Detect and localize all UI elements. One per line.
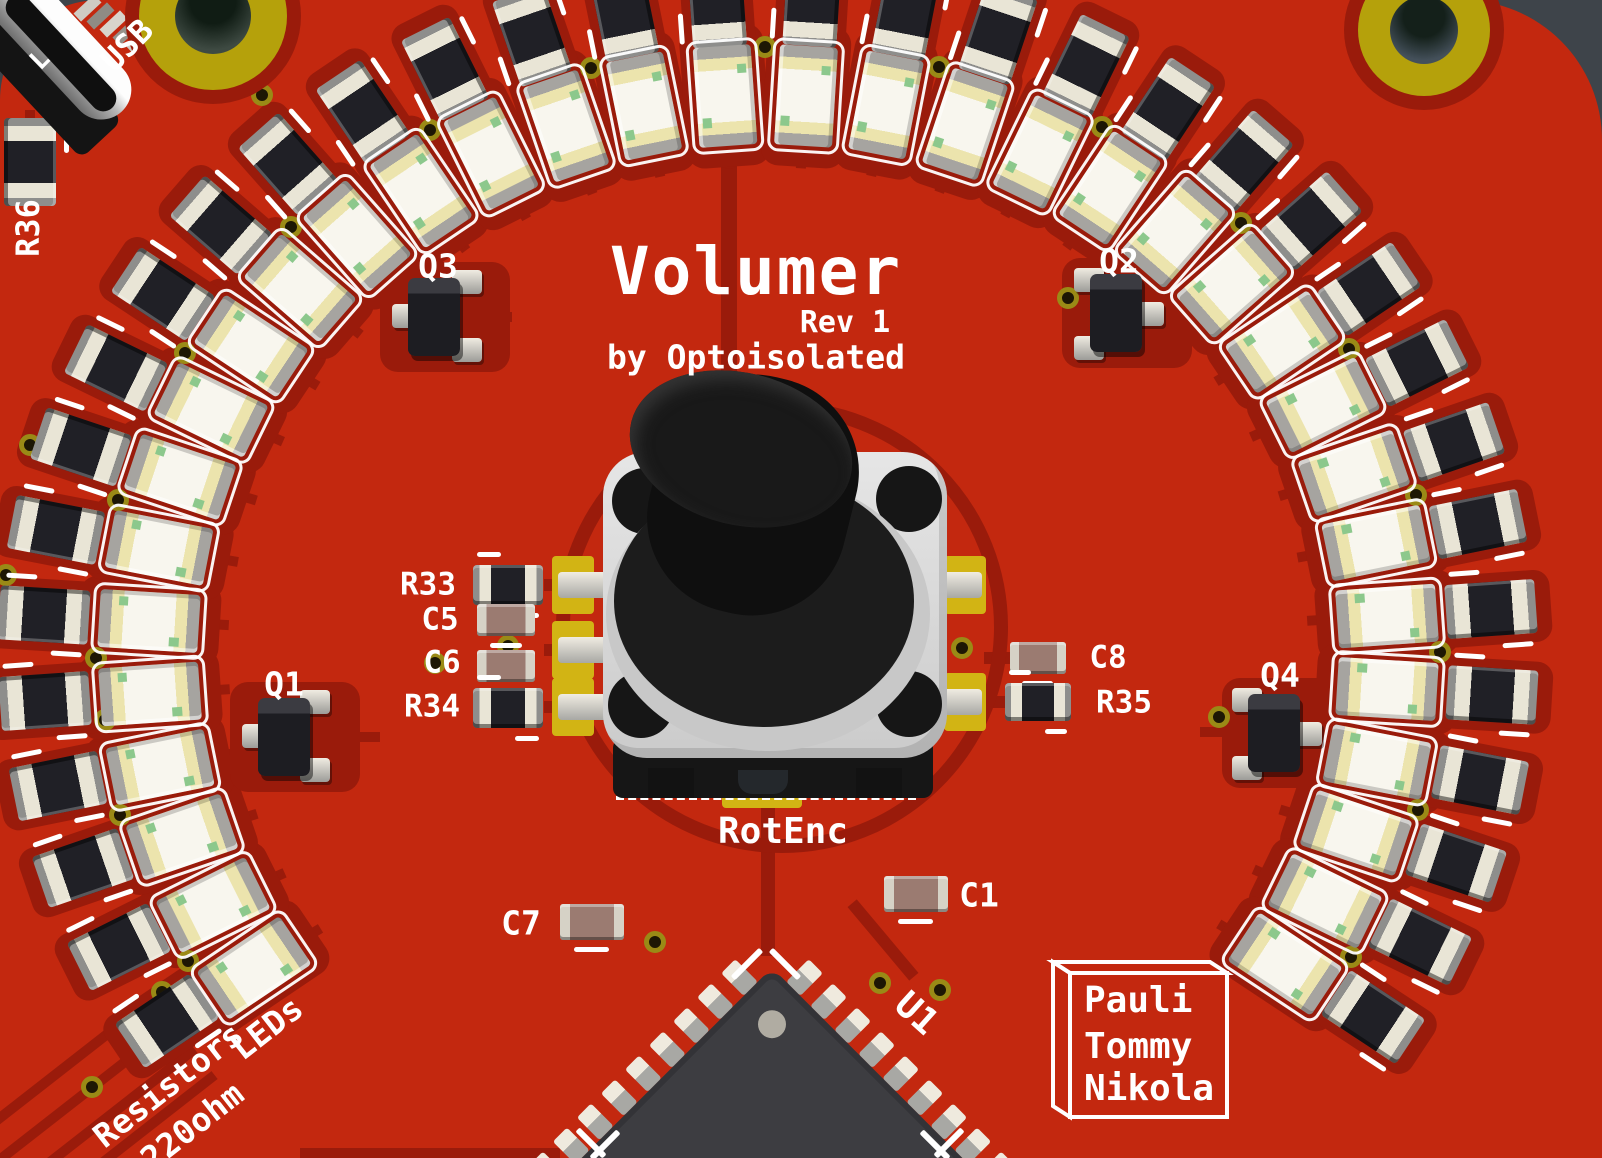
encoder-pin: [558, 572, 610, 598]
ring-resistor: [1404, 822, 1507, 903]
via: [1340, 945, 1363, 968]
via: [251, 84, 273, 106]
via: [644, 931, 666, 953]
ring-resistor: [0, 670, 92, 731]
via: [1406, 798, 1429, 821]
label-r34: R34: [404, 688, 460, 725]
label-c5: C5: [421, 601, 459, 638]
mounting-hole-bore: [1390, 0, 1458, 64]
ring-led: [90, 581, 209, 661]
label-c1: C1: [959, 875, 999, 915]
label-c8: C8: [1089, 639, 1127, 676]
via: [1405, 484, 1428, 507]
via: [418, 118, 441, 141]
encoder-bottom-tab: [738, 770, 788, 794]
via: [869, 972, 891, 994]
trace: [300, 1148, 560, 1158]
capacitor-c7: [560, 904, 624, 952]
via: [176, 950, 199, 973]
via: [108, 803, 131, 826]
label-r33: R33: [400, 566, 456, 603]
label-c7: C7: [501, 903, 541, 943]
ring-resistor: [29, 407, 132, 488]
via: [424, 652, 446, 674]
ring-resistor: [687, 0, 748, 49]
ring-led: [1327, 575, 1446, 657]
ring-resistor: [31, 828, 134, 909]
via: [1057, 287, 1079, 309]
label-q1: Q1: [264, 664, 304, 704]
ring-led: [687, 31, 762, 161]
via: [1230, 212, 1253, 235]
via: [929, 979, 951, 1001]
ring-resistor: [1444, 579, 1538, 640]
transistor-q3: [408, 278, 460, 356]
via: [107, 489, 130, 512]
via: [279, 216, 302, 238]
ring-resistor: [1445, 665, 1539, 725]
silkscreen-signature-box: [1046, 958, 1234, 1121]
ring-resistor: [1402, 401, 1505, 482]
via: [580, 57, 603, 80]
board-byline: by Optoisolated: [606, 337, 906, 377]
mcu-pin: [978, 1151, 1016, 1158]
resistor-r33: [473, 552, 543, 618]
board-title: Volumer: [609, 233, 903, 310]
ring-resistor: [782, 0, 842, 48]
label-q3: Q3: [418, 246, 458, 286]
board-corner-topright: [1452, 0, 1602, 150]
via: [1090, 116, 1113, 139]
signature-line-2: Tommy: [1084, 1026, 1193, 1067]
ring-led: [1327, 649, 1446, 729]
label-q4: Q4: [1260, 655, 1300, 695]
via: [951, 637, 973, 659]
encoder-foot: [856, 768, 902, 798]
via: [1208, 706, 1230, 728]
encoder-pin: [558, 637, 610, 663]
via: [85, 646, 107, 669]
via: [173, 342, 196, 365]
via: [81, 1076, 103, 1098]
resistor-r36: [4, 118, 56, 206]
resistor-r35: [1005, 670, 1071, 734]
resistor-r34: [473, 675, 543, 741]
via: [1429, 641, 1451, 664]
encoder-foot: [648, 768, 694, 798]
transistor-q1: [258, 698, 310, 776]
label-r36: R36: [9, 199, 47, 257]
via: [928, 56, 951, 78]
board-rev: Rev 1: [799, 305, 891, 340]
via: [754, 36, 777, 58]
transistor-q2: [1090, 274, 1142, 352]
signature-line-3: Nikola: [1084, 1068, 1215, 1109]
via: [1337, 337, 1360, 360]
label-rotenc: RotEnc: [717, 811, 849, 852]
ring-led: [769, 31, 843, 161]
capacitor-c5: [477, 604, 535, 648]
signature-line-1: Pauli: [1084, 980, 1193, 1021]
encoder-pin: [558, 694, 610, 720]
ring-led: [90, 653, 209, 735]
capacitor-c1: [884, 876, 948, 924]
ring-resistor: [0, 585, 91, 645]
label-q2: Q2: [1099, 241, 1139, 281]
label-c6: C6: [423, 644, 461, 681]
transistor-q4: [1248, 694, 1300, 772]
encoder-silkline: [616, 796, 916, 800]
label-r35: R35: [1096, 684, 1152, 721]
